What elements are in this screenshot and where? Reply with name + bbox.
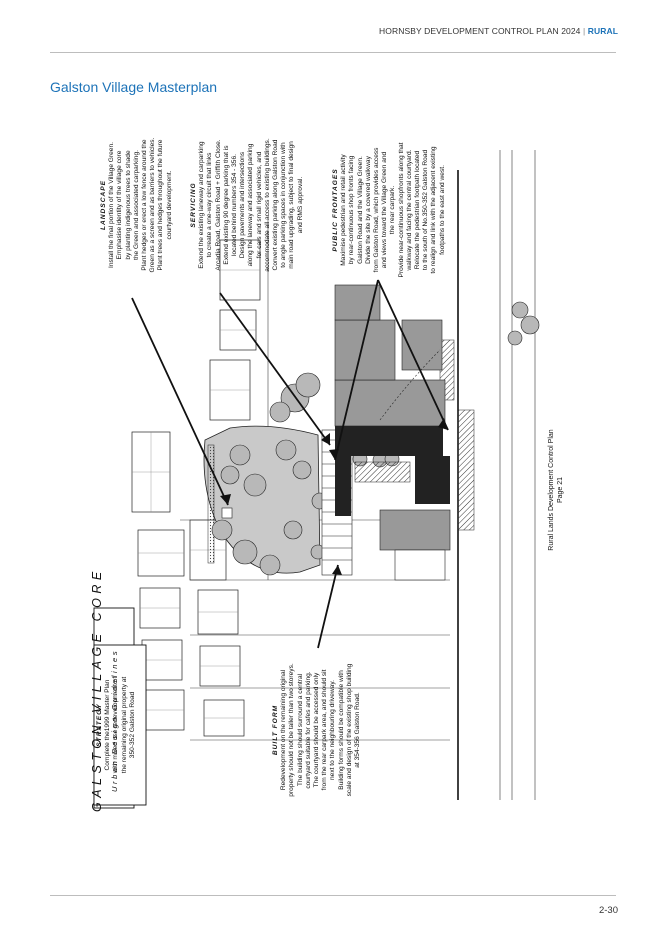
- landscape-line: by planting indigenous trees to shade: [124, 150, 132, 260]
- public-frontages-line: Provide near-continuous shopfronts along…: [397, 142, 405, 278]
- servicing-line: Extend the existing laneway and carparki…: [198, 141, 206, 269]
- landscape-heading: LANDSCAPE: [100, 179, 107, 231]
- servicing-line: to create a one-way circuit that links: [206, 152, 214, 258]
- public-frontages-line: walkway and facing the central courtyard…: [405, 149, 413, 271]
- strategy-line: the remaining original property at: [120, 676, 128, 774]
- landscape-block: LANDSCAPE Install the final portion of t…: [100, 110, 174, 300]
- public-frontages-line: Divide the site by a covered walkway: [364, 156, 372, 264]
- built-form-line: The courtyard should be accessed only: [313, 672, 321, 788]
- running-header: HORNSBY DEVELOPMENT CONTROL PLAN 2024 | …: [379, 26, 618, 36]
- strategy-line: 350-352 Galston Road: [128, 691, 136, 759]
- servicing-line: Arcadia Road, Galston Road + Griffith Cl…: [214, 139, 222, 271]
- servicing-line: Design pavements and intersections: [239, 151, 247, 259]
- built-form-heading: BUILT FORM: [272, 704, 279, 756]
- built-form-line: Redevelopment on the remaining original: [280, 669, 288, 791]
- built-form-line: from the rear carpark area, and should s…: [321, 669, 329, 791]
- servicing-line: along the laneway and associated parking: [247, 143, 255, 267]
- page-number: 2-30: [598, 905, 618, 916]
- servicing-line: Convert existing parking along Galston R…: [272, 139, 280, 271]
- public-frontages-line: Relocate the pedestrian footpath located: [414, 150, 422, 270]
- landscape-line: Install the final portion of the Village…: [108, 142, 116, 268]
- landscape-line: Plant trees and hedges throughout the fu…: [157, 139, 165, 271]
- public-frontages-line: to realign and link with the adjacent ex…: [430, 146, 438, 274]
- landscape-line: Green as a screen and as barriers to veh…: [149, 137, 157, 273]
- public-frontages-line: and views toward the Village Green and: [381, 151, 389, 269]
- built-form-line: Building forms should be compatible with: [337, 670, 345, 790]
- strategy-line: Complete the1999 Master Plan: [104, 679, 112, 771]
- figure-footer: Rural Lands Development Control Plan Pag…: [547, 405, 565, 575]
- existing-buildings: [334, 284, 451, 581]
- public-frontages-line: footpaths to the east and west.: [438, 165, 446, 255]
- section-name: RURAL: [587, 26, 618, 36]
- built-form-line: scale and design of the existing shop bu…: [345, 663, 353, 797]
- public-frontages-line: the rear carpark.: [389, 185, 397, 235]
- built-form-line: at 354-356 Galston Road.: [354, 692, 362, 768]
- header-rule: [50, 52, 616, 53]
- built-form-block: BUILT FORM Redevelopment on the remainin…: [272, 630, 362, 830]
- built-form-line: property should not be taller than two s…: [288, 663, 296, 797]
- strategy-box: [93, 644, 147, 806]
- masterplan-figure: [93, 150, 540, 809]
- green-hedge: [207, 444, 215, 564]
- landscape-line: courtyard development.: [165, 170, 173, 240]
- strategy-heading: STRATEGY: [96, 703, 103, 747]
- green-feature: [221, 507, 233, 519]
- built-form-line: next to the neighbouring driveway.: [329, 680, 337, 780]
- page-title: Galston Village Masterplan: [50, 79, 218, 95]
- header-separator: |: [582, 26, 586, 36]
- lane-curve: [379, 349, 441, 421]
- servicing-line: Extend existing 90 degree parking that i…: [222, 145, 230, 265]
- arrow-heads: [220, 418, 448, 575]
- document-title: HORNSBY DEVELOPMENT CONTROL PLAN 2024: [379, 26, 581, 36]
- public-frontages-line: Galston Road and the Village Green.: [356, 156, 364, 264]
- footer-rule: [50, 895, 616, 896]
- built-form-line: The building should surround a central: [296, 673, 304, 787]
- landscape-line: the Green and associated carparking.: [132, 150, 140, 260]
- servicing-block: SERVICING Extend the existing laneway an…: [190, 110, 305, 300]
- servicing-line: main road upgrading, subject to final de…: [288, 141, 296, 269]
- proposed-buildings: [335, 426, 450, 516]
- strategy-block: STRATEGY Complete the1999 Master Plan wi…: [96, 650, 137, 800]
- public-frontages-line: by rear-continuous shop fronts facing: [348, 155, 356, 265]
- servicing-line: for cars and small rigid vehicles, and: [255, 151, 263, 259]
- strategy-line: with mixed use redevelopment of: [112, 676, 120, 774]
- servicing-line: and RMS approval.: [296, 176, 304, 234]
- public-frontages-block: PUBLIC FRONTAGES Maximise pedestrian and…: [332, 115, 447, 305]
- built-form-line: courtyard suitable for cafes and parking…: [304, 671, 312, 789]
- landscape-line: Emphasise identity of the village core: [116, 150, 124, 260]
- leader-arrows: [131, 279, 449, 649]
- landscape-line: Plant hedges or erect a low fence around…: [141, 139, 149, 271]
- public-frontages-line: from Galston Road, which provides access: [373, 147, 381, 273]
- servicing-line: located behind numbers 354 - 356.: [231, 154, 239, 256]
- servicing-line: to angle parking spaces in conjunction w…: [280, 142, 288, 268]
- public-frontages-heading: PUBLIC FRONTAGES: [332, 168, 339, 252]
- servicing-heading: SERVICING: [190, 182, 197, 228]
- footer-page: Page 21: [557, 476, 564, 504]
- public-frontages-line: Maximise pedestrian and retail activity: [340, 154, 348, 266]
- public-frontages-line: to the south of No.350-352 Galston Road: [422, 149, 430, 271]
- footer-source: Rural Lands Development Control Plan: [548, 429, 555, 551]
- servicing-line: accommodate all access to existing build…: [263, 138, 271, 272]
